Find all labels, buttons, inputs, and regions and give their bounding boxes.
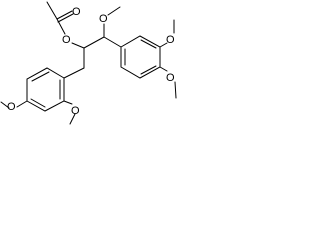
bond-right-ring-o-lower <box>159 66 168 72</box>
bond-carbonyl-ester-o <box>56 18 66 35</box>
bond-right-o-lower-ch3 <box>174 81 177 99</box>
bond-left-ring-o-ortho <box>63 100 73 105</box>
bond-ester-o-ch <box>71 42 85 49</box>
atom-label-right-o-upper: O <box>166 34 175 46</box>
bond-ch2-left-ring <box>63 67 85 79</box>
bond-c2-c3 <box>83 36 105 49</box>
right-ring-double-1 <box>140 39 157 49</box>
atom-label-methoxy-top: O <box>99 13 108 25</box>
bond-carbonyl-oxygen-b <box>57 13 74 23</box>
bond-c3-right-ring <box>103 36 122 48</box>
atom-label-right-o-lower: O <box>166 72 175 84</box>
bond-right-ring-o-upper <box>159 42 168 48</box>
atom-label-left-o-ortho: O <box>71 105 80 117</box>
bond-carbonyl-oxygen-a <box>56 10 73 20</box>
right-ring-double-2 <box>140 65 157 75</box>
bond-ch3-carbonyl <box>46 1 58 20</box>
atom-label-ester-o-double: O <box>72 6 81 18</box>
atom-label-left-o-para: O <box>7 101 16 113</box>
bond-left-o-ortho-ch3 <box>69 113 76 125</box>
right-ring <box>120 35 161 79</box>
left-ring-double-1 <box>31 71 50 82</box>
molecule-diagram: O O O O O O O <box>0 1 177 125</box>
bond-methoxy-o-ch3 <box>107 6 121 16</box>
bond-left-ring-o-para <box>16 100 28 108</box>
bond-left-o-para-ch3 <box>0 101 10 109</box>
left-ring-double-2 <box>30 98 46 108</box>
atom-label-ester-o-single: O <box>62 34 71 46</box>
left-ring <box>26 67 65 112</box>
